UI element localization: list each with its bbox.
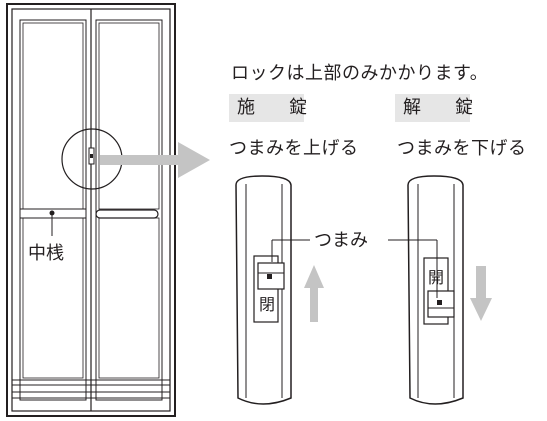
mullion-label-bg xyxy=(26,238,78,266)
lock-handle-detail xyxy=(235,175,292,405)
unlock-knob xyxy=(427,290,455,318)
mullion-pointer xyxy=(49,210,55,236)
lock-window-label: 閉 xyxy=(259,295,275,314)
unlock-window-label: 開 xyxy=(428,268,444,287)
unlock-badge: 解 錠 xyxy=(395,94,473,122)
folding-door xyxy=(6,3,176,417)
up-arrow xyxy=(304,265,324,322)
unlock-caption: つまみを下げる xyxy=(397,138,527,159)
unlock-handle-detail xyxy=(407,175,464,405)
lock-caption: つまみを上げる xyxy=(229,138,359,159)
zoom-arrow xyxy=(100,142,210,178)
knob-label: つまみ xyxy=(314,230,368,251)
mullion-label: 中桟 xyxy=(28,243,64,264)
down-arrow xyxy=(470,266,492,321)
intro-text: ロックは上部のみかかります。 xyxy=(231,63,489,84)
lock-badge: 施 錠 xyxy=(229,94,307,122)
